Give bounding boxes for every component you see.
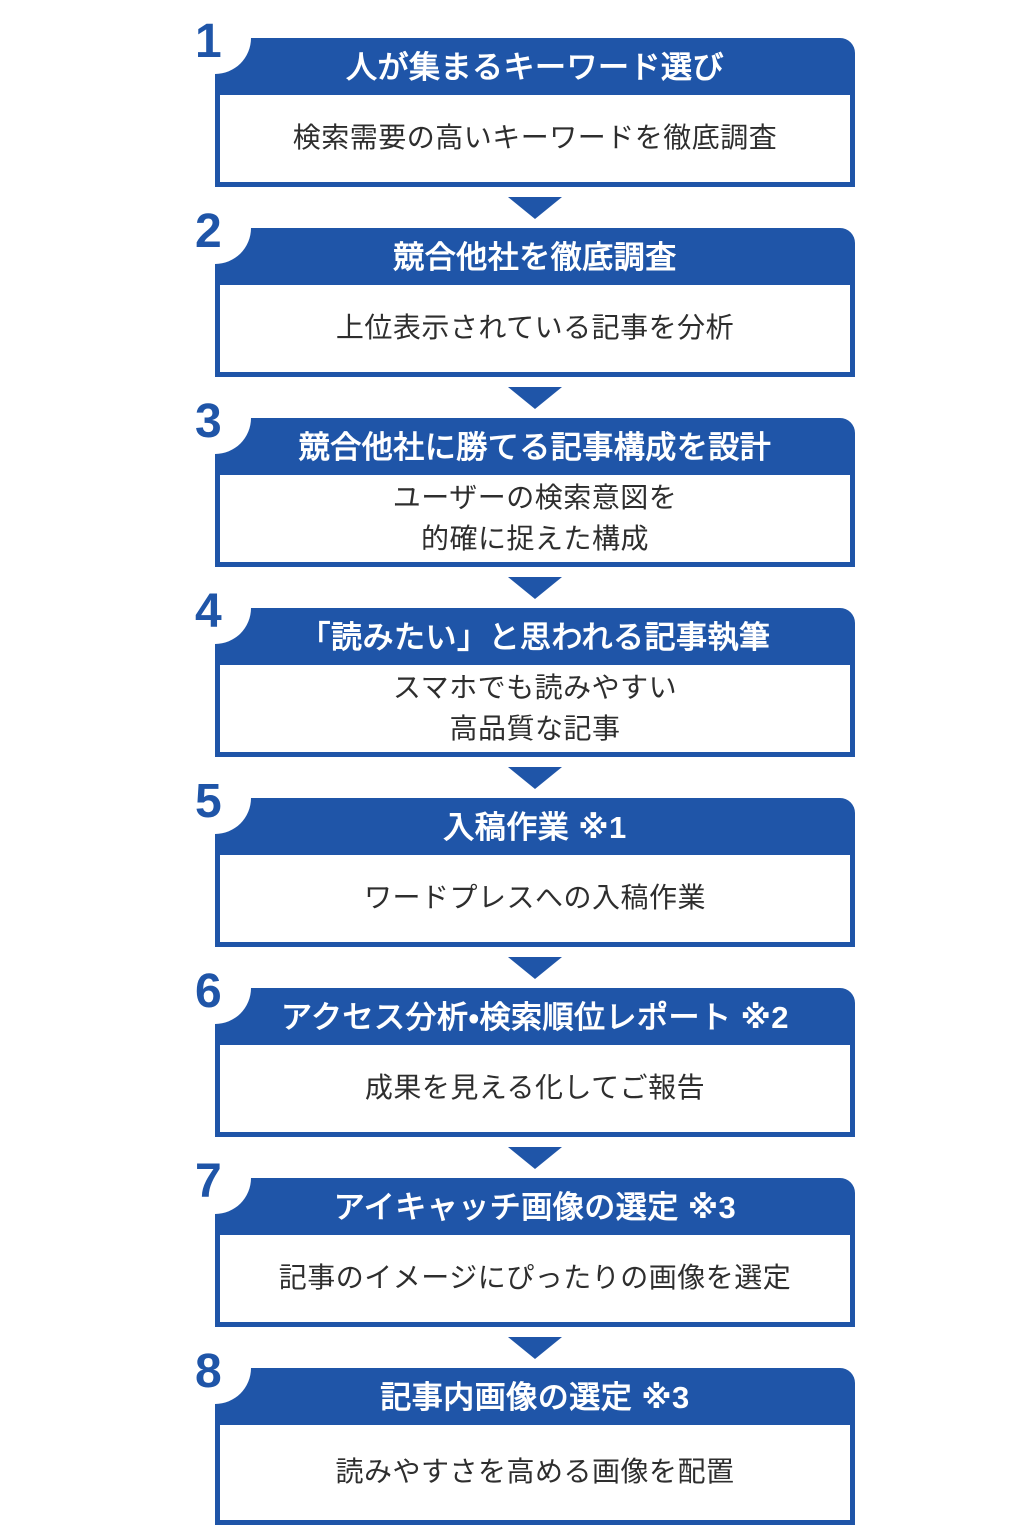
flow-step: 5 入稿作業 ※1 ワードプレスへの入稿作業 xyxy=(179,762,855,947)
step-description-line: ユーザーの検索意図を xyxy=(392,481,678,513)
step-description: 記事のイメージにぴったりの画像を選定 xyxy=(279,1258,791,1299)
step-description-box: スマホでも読みやすい高品質な記事 xyxy=(215,660,855,757)
step-description-line: スマホでも読みやすい xyxy=(392,671,678,703)
step-description-line: 成果を見える化してご報告 xyxy=(364,1072,706,1104)
step-title: アイキャッチ画像の選定 ※3 xyxy=(333,1189,737,1225)
flow-connector xyxy=(215,187,855,228)
step-description: 読みやすさを高める画像を配置 xyxy=(335,1452,734,1493)
down-arrow-icon xyxy=(508,1336,562,1359)
step-title: アクセス分析・検索順位レポート ※2 xyxy=(281,999,789,1035)
flow-connector xyxy=(215,1137,855,1178)
step-description-box: 読みやすさを高める画像を配置 xyxy=(215,1420,855,1525)
step-description-box: ワードプレスへの入稿作業 xyxy=(215,850,855,947)
step-description: ユーザーの検索意図を的確に捉えた構成 xyxy=(393,478,677,559)
step-description-line: 的確に捉えた構成 xyxy=(420,522,649,554)
step-description-line: 高品質な記事 xyxy=(449,712,621,744)
down-arrow-icon xyxy=(508,576,562,599)
flow-diagram: 1 人が集まるキーワード選び 検索需要の高いキーワードを徹底調査 2 競合他社を… xyxy=(179,2,855,1525)
step-description: 成果を見える化してご報告 xyxy=(365,1068,705,1109)
flow-step: 4 「読みたい」と思われる記事執筆 スマホでも読みやすい高品質な記事 xyxy=(179,572,855,757)
flow-step: 6 アクセス分析・検索順位レポート ※2 成果を見える化してご報告 xyxy=(179,952,855,1137)
flow-connector xyxy=(215,567,855,608)
step-description-line: 検索需要の高いキーワードを徹底調査 xyxy=(292,122,778,154)
step-description-box: 上位表示されている記事を分析 xyxy=(215,280,855,377)
step-title: 競合他社に勝てる記事構成を設計 xyxy=(298,429,772,465)
step-title-bar: アイキャッチ画像の選定 ※3 xyxy=(179,1142,855,1230)
flow-step: 3 競合他社に勝てる記事構成を設計 ユーザーの検索意図を的確に捉えた構成 xyxy=(179,382,855,567)
step-title-bar: 競合他社に勝てる記事構成を設計 xyxy=(179,382,855,470)
step-description: スマホでも読みやすい高品質な記事 xyxy=(393,668,677,749)
step-number-badge: 2 xyxy=(195,205,222,258)
step-description-line: ワードプレスへの入稿作業 xyxy=(363,882,706,914)
step-description-line: 記事のイメージにぴったりの画像を選定 xyxy=(278,1262,792,1294)
step-number-badge: 3 xyxy=(195,395,222,448)
step-number-badge: 4 xyxy=(195,585,222,638)
down-arrow-icon xyxy=(508,766,562,789)
step-title-bar: 入稿作業 ※1 xyxy=(179,762,855,850)
step-description: 上位表示されている記事を分析 xyxy=(336,308,734,349)
down-arrow-icon xyxy=(508,386,562,409)
step-number-badge: 1 xyxy=(195,15,222,68)
step-description-box: 成果を見える化してご報告 xyxy=(215,1040,855,1137)
step-number-badge: 7 xyxy=(195,1155,222,1208)
step-title-bar: 人が集まるキーワード選び xyxy=(179,2,855,90)
step-title: 記事内画像の選定 ※3 xyxy=(380,1379,690,1415)
flow-connector xyxy=(215,757,855,798)
down-arrow-icon xyxy=(508,196,562,219)
flow-connector xyxy=(215,1327,855,1368)
flow-connector xyxy=(215,377,855,418)
step-title-bar: 「読みたい」と思われる記事執筆 xyxy=(179,572,855,660)
flow-step: 2 競合他社を徹底調査 上位表示されている記事を分析 xyxy=(179,192,855,377)
step-title-bar: 記事内画像の選定 ※3 xyxy=(179,1332,855,1420)
flow-step: 7 アイキャッチ画像の選定 ※3 記事のイメージにぴったりの画像を選定 xyxy=(179,1142,855,1327)
step-description-box: ユーザーの検索意図を的確に捉えた構成 xyxy=(215,470,855,567)
step-number-badge: 5 xyxy=(195,775,222,828)
step-description-line: 読みやすさを高める画像を配置 xyxy=(335,1456,735,1488)
flow-connector xyxy=(215,947,855,988)
step-description: ワードプレスへの入稿作業 xyxy=(364,878,706,919)
step-description-box: 記事のイメージにぴったりの画像を選定 xyxy=(215,1230,855,1327)
step-title: 人が集まるキーワード選び xyxy=(346,49,724,85)
down-arrow-icon xyxy=(508,1146,562,1169)
step-title-bar: 競合他社を徹底調査 xyxy=(179,192,855,280)
step-title: 競合他社を徹底調査 xyxy=(393,239,677,275)
step-title: 「読みたい」と思われる記事執筆 xyxy=(299,619,771,655)
step-number-badge: 8 xyxy=(195,1345,222,1398)
step-description-box: 検索需要の高いキーワードを徹底調査 xyxy=(215,90,855,187)
flow-step: 8 記事内画像の選定 ※3 読みやすさを高める画像を配置 xyxy=(179,1332,855,1525)
step-title-bar: アクセス分析・検索順位レポート ※2 xyxy=(179,952,855,1040)
down-arrow-icon xyxy=(508,956,562,979)
flow-step: 1 人が集まるキーワード選び 検索需要の高いキーワードを徹底調査 xyxy=(179,2,855,187)
step-description: 検索需要の高いキーワードを徹底調査 xyxy=(293,118,778,159)
step-number-badge: 6 xyxy=(195,965,222,1018)
step-title: 入稿作業 ※1 xyxy=(443,809,627,845)
step-description-line: 上位表示されている記事を分析 xyxy=(335,312,735,344)
